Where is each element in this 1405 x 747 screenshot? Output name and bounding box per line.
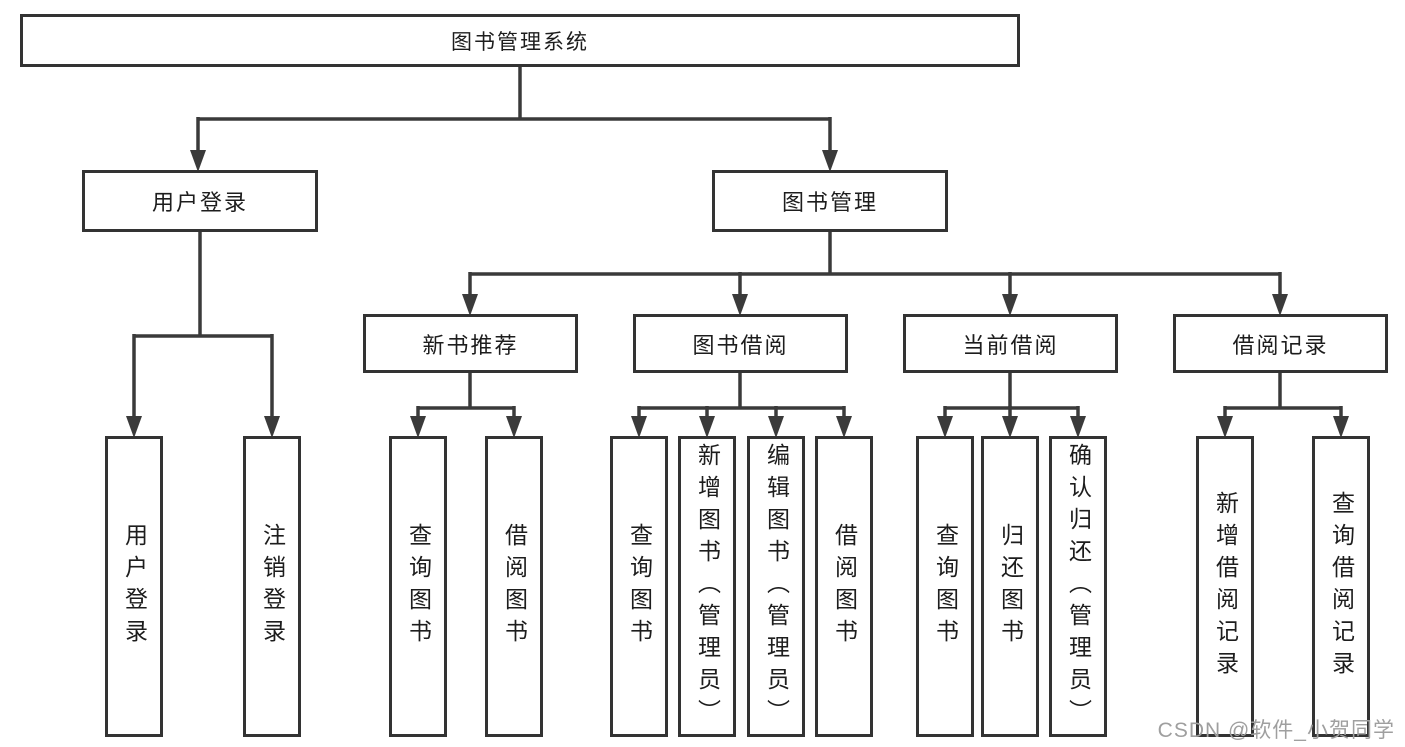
- leaf-query-books-current: 查询图书: [916, 436, 974, 737]
- node-label: 借阅图书: [501, 522, 528, 651]
- leaf-return-book: 归还图书: [981, 436, 1039, 737]
- watermark: CSDN @软件_小贺同学: [1157, 719, 1395, 742]
- leaf-borrow-books: 借阅图书: [815, 436, 873, 737]
- node-label: 当前借阅: [962, 332, 1059, 358]
- node-book-borrow: 图书借阅: [633, 314, 848, 373]
- node-label: 图书借阅: [692, 332, 789, 358]
- node-label: 新书推荐: [422, 332, 519, 358]
- leaf-confirm-return-admin: 确认归还（管理员）: [1049, 436, 1107, 737]
- leaf-user-login: 用户登录: [105, 436, 163, 737]
- node-system-root: 图书管理系统: [20, 14, 1020, 67]
- node-label: 确认归还（管理员）: [1065, 442, 1092, 731]
- node-book-management: 图书管理: [712, 170, 948, 232]
- leaf-edit-book-admin: 编辑图书（管理员）: [747, 436, 805, 737]
- leaf-query-borrow-record: 查询借阅记录: [1312, 436, 1370, 737]
- leaf-query-books-borrow: 查询图书: [610, 436, 668, 737]
- leaf-logout: 注销登录: [243, 436, 301, 737]
- node-label: 用户登录: [151, 190, 248, 215]
- node-label: 查询图书: [626, 522, 653, 651]
- node-label: 借阅图书: [831, 522, 858, 651]
- node-label: 编辑图书（管理员）: [763, 442, 790, 731]
- leaf-add-book-admin: 新增图书（管理员）: [678, 436, 736, 737]
- node-new-book-recommend: 新书推荐: [363, 314, 578, 373]
- node-label: 新增借阅记录: [1212, 490, 1239, 683]
- node-label: 图书管理: [781, 190, 878, 215]
- node-label: 注销登录: [259, 522, 286, 651]
- node-current-borrow: 当前借阅: [903, 314, 1118, 373]
- node-label: 用户登录: [121, 522, 148, 651]
- arrowheads: [126, 150, 1349, 438]
- node-user-login: 用户登录: [82, 170, 318, 232]
- node-label: 查询图书: [405, 522, 432, 651]
- leaf-borrow-books-recommend: 借阅图书: [485, 436, 543, 737]
- leaf-query-books-recommend: 查询图书: [389, 436, 447, 737]
- node-label: 查询图书: [932, 522, 959, 651]
- node-label: 新增图书（管理员）: [694, 442, 721, 731]
- node-label: 借阅记录: [1232, 332, 1329, 358]
- node-label: 查询借阅记录: [1328, 490, 1355, 683]
- node-label: 图书管理系统: [451, 30, 589, 54]
- node-label: 归还图书: [997, 522, 1024, 651]
- node-borrow-records: 借阅记录: [1173, 314, 1388, 373]
- leaf-add-borrow-record: 新增借阅记录: [1196, 436, 1254, 737]
